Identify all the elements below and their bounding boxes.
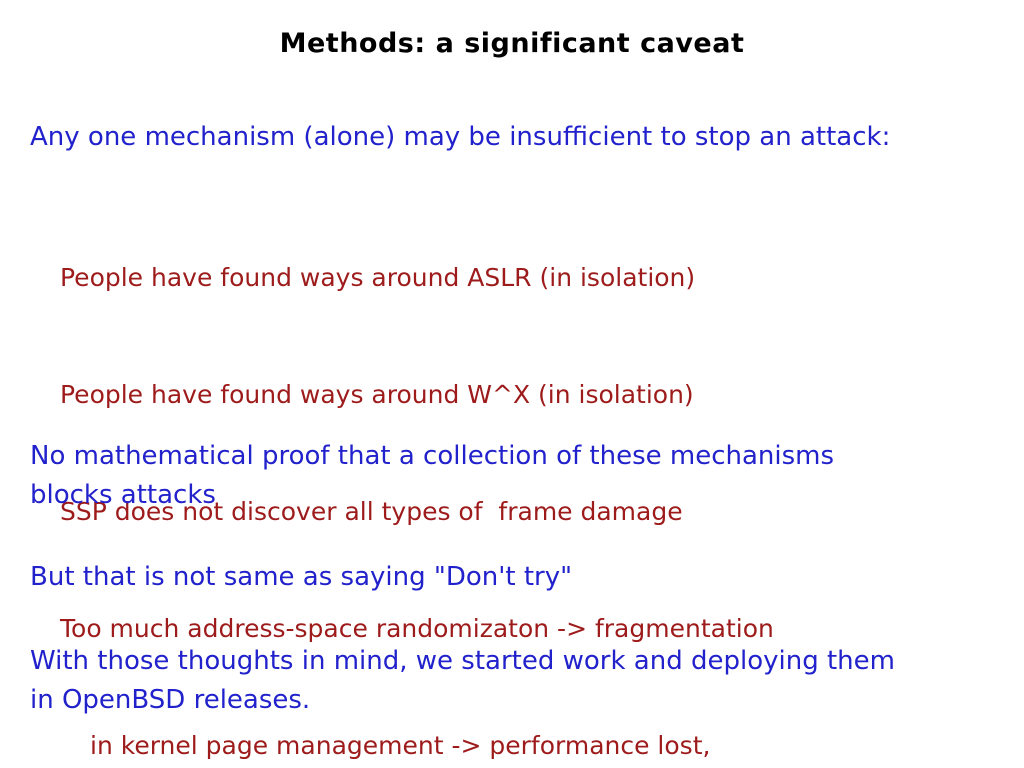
caveat-item-ssp: SSP does not discover all types of frame… <box>60 497 683 526</box>
slide-title: Methods: a significant caveat <box>279 28 745 59</box>
caveat-item-aslr: People have found ways around ASLR (in i… <box>60 263 696 292</box>
caveat-item-wx: People have found ways around W^X (in is… <box>60 380 694 409</box>
caveat-list: People have found ways around ASLR (in i… <box>60 180 774 768</box>
paragraph-no-proof: No mathematical proof that a collection … <box>30 441 835 510</box>
caveat-item-randomization: Too much address-space randomizaton -> f… <box>60 614 774 643</box>
intro-statement: Any one mechanism (alone) may be insuffi… <box>30 122 891 152</box>
paragraph-dont-try: But that is not same as saying "Don't tr… <box>30 562 573 592</box>
caveat-item-kernel-page: in kernel page management -> performance… <box>90 731 711 760</box>
paragraph-openbsd-releases: With those thoughts in mind, we started … <box>30 646 895 715</box>
